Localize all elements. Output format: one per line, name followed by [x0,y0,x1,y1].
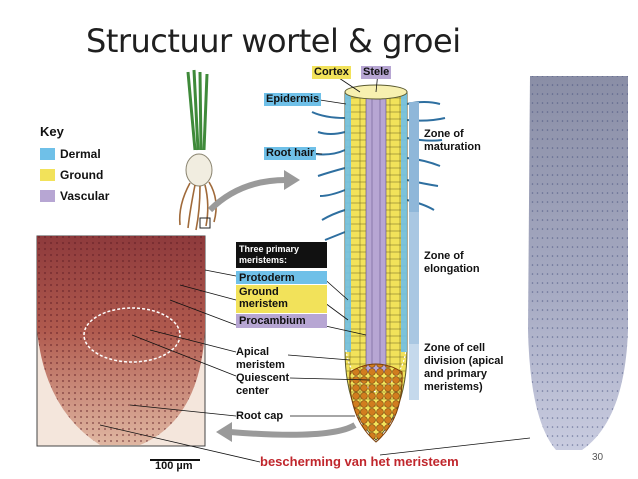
dermal-swatch-icon [40,148,55,160]
key-item-vascular: Vascular [40,189,109,203]
return-arrow-icon [216,422,232,442]
label-apical-meristem: Apical meristem [236,346,285,371]
label-quiescent-center: Quiescent center [236,372,290,397]
root-longitudinal-section [311,84,446,443]
key-item-ground: Ground [40,168,103,182]
key-title: Key [40,124,64,139]
vascular-swatch-icon [40,190,55,202]
key-label: Dermal [60,147,101,161]
magnify-arrow-icon [207,177,287,213]
page-title: Structuur wortel & groei [86,22,461,60]
page-number: 30 [592,452,604,463]
label-root-cap: Root cap [236,410,284,422]
label-epidermis: Epidermis [264,93,322,106]
meristem-ground: Ground meristem [236,284,327,313]
zone-maturation: Zone of maturation [424,128,481,153]
meristem-protection-note: bescherming van het meristeem [260,454,459,469]
label-stele: Stele [361,66,392,79]
stained-root-photo [528,76,628,450]
zone-bar-division [409,344,419,400]
label-root-hair: Root hair [264,147,317,160]
ground-swatch-icon [40,169,55,181]
zone-bar-maturation [409,102,419,212]
meristem-procambium: Procambium [236,313,327,328]
onion-plant-icon [178,69,217,231]
zone-bar-elongation [409,212,419,344]
key-label: Ground [60,168,104,182]
key-label: Vascular [60,189,110,203]
zone-division: Zone of cell division (apical and primar… [424,342,504,393]
label-cortex: Cortex [312,66,351,79]
scale-bar-label: 100 µm [155,460,193,472]
meristems-heading: Three primary meristems: [236,242,327,268]
meristem-protoderm: Protoderm [236,270,327,285]
root-tip-micrograph [36,235,206,461]
zone-elongation: Zone of elongation [424,250,480,275]
key-item-dermal: Dermal [40,147,101,161]
